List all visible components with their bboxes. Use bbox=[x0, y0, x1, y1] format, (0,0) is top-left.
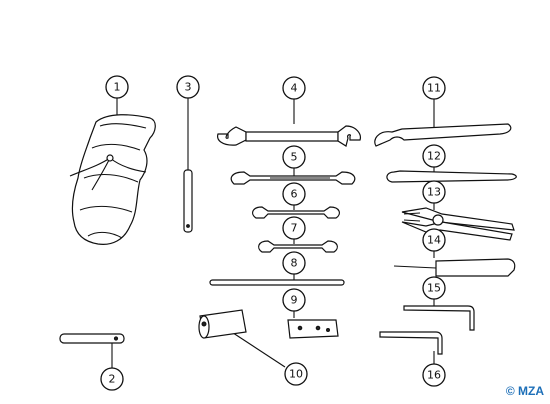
callout-10: 10 bbox=[284, 362, 308, 386]
spark-plug-spanner bbox=[198, 309, 247, 339]
svg-text:14: 14 bbox=[427, 234, 441, 247]
callout-7: 7 bbox=[282, 216, 306, 240]
short-tommy-bar bbox=[59, 333, 125, 344]
tommy-bar bbox=[183, 169, 193, 233]
callout-11: 11 bbox=[422, 76, 446, 100]
callout-12: 12 bbox=[422, 144, 446, 168]
svg-text:3: 3 bbox=[185, 81, 192, 94]
svg-text:11: 11 bbox=[427, 82, 441, 95]
callout-13: 13 bbox=[422, 180, 446, 204]
open-end-spanner-7 bbox=[258, 240, 338, 253]
svg-text:16: 16 bbox=[427, 369, 441, 382]
open-end-spanner-5 bbox=[230, 171, 356, 185]
callout-14: 14 bbox=[422, 228, 446, 252]
callout-16: 16 bbox=[422, 363, 446, 387]
tyre-lever bbox=[386, 170, 517, 183]
c-spanner bbox=[374, 123, 512, 147]
callout-9: 9 bbox=[282, 288, 306, 312]
box-spanner-small bbox=[287, 319, 339, 339]
svg-text:9: 9 bbox=[291, 294, 298, 307]
callout-15: 15 bbox=[422, 276, 446, 300]
svg-text:15: 15 bbox=[427, 282, 441, 295]
open-end-spanner-large bbox=[217, 125, 361, 147]
svg-text:12: 12 bbox=[427, 150, 441, 163]
callout-6: 6 bbox=[282, 182, 306, 206]
svg-text:8: 8 bbox=[291, 257, 298, 270]
extension-rod bbox=[209, 279, 345, 286]
open-end-spanner-6 bbox=[252, 206, 340, 219]
tool-roll-bag bbox=[69, 114, 156, 245]
callout-1: 1 bbox=[105, 75, 129, 99]
svg-text:4: 4 bbox=[291, 82, 298, 95]
svg-text:1: 1 bbox=[114, 81, 121, 94]
allen-key-large bbox=[403, 305, 475, 331]
svg-text:2: 2 bbox=[109, 373, 116, 386]
svg-text:5: 5 bbox=[291, 151, 298, 164]
callout-3: 3 bbox=[176, 75, 200, 99]
callout-2: 2 bbox=[100, 367, 124, 391]
svg-text:6: 6 bbox=[291, 188, 298, 201]
screwdriver bbox=[393, 258, 516, 277]
callout-8: 8 bbox=[282, 251, 306, 275]
allen-key-small bbox=[379, 331, 443, 355]
pliers bbox=[401, 207, 515, 241]
callout-4: 4 bbox=[282, 76, 306, 100]
svg-text:7: 7 bbox=[291, 222, 298, 235]
copyright-label: © MZA bbox=[505, 384, 544, 398]
svg-text:13: 13 bbox=[427, 186, 441, 199]
callout-5: 5 bbox=[282, 145, 306, 169]
svg-text:10: 10 bbox=[289, 368, 303, 381]
